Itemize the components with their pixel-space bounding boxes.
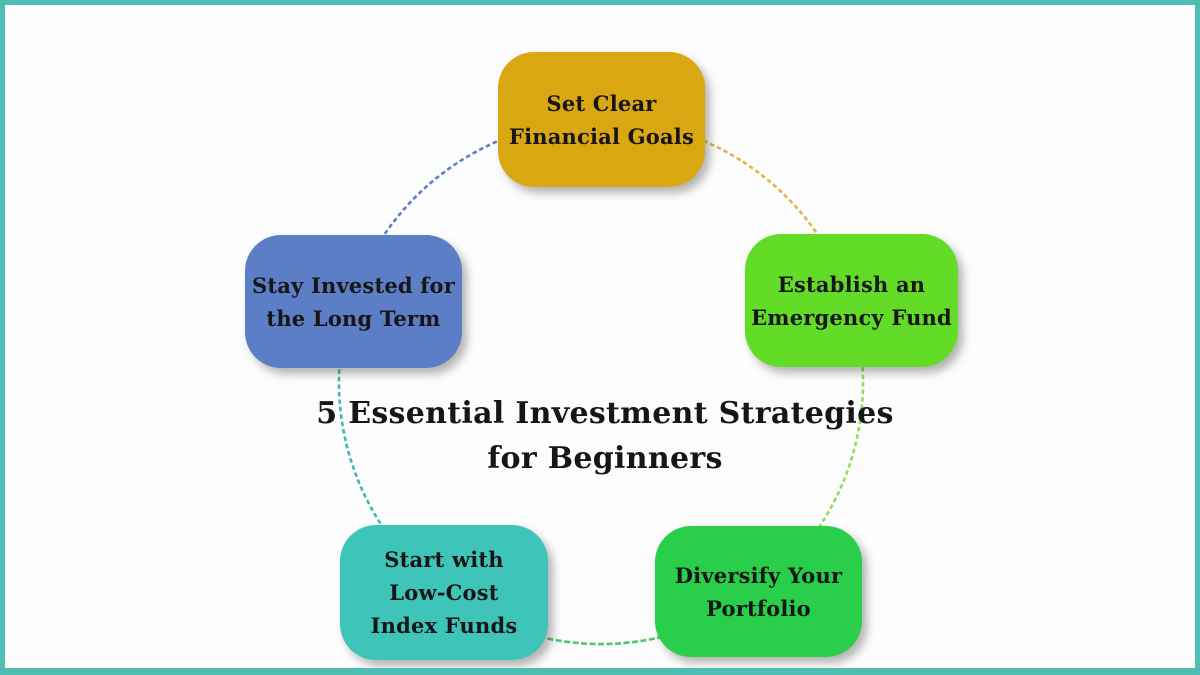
node-label-line: Establish an: [777, 271, 926, 297]
diagram-title-line2: for Beginners: [487, 441, 723, 476]
node-label-line: Diversify Your: [674, 562, 843, 588]
node-label-line: Financial Goals: [508, 123, 695, 149]
node-label-line: the Long Term: [266, 305, 441, 331]
node-label-line: Index Funds: [370, 613, 518, 638]
node-start-with-low-cost-index-funds: Start with Low-Cost Index Funds: [340, 525, 548, 660]
node-label-line: Emergency Fund: [751, 304, 952, 330]
node-label-line: Start with: [384, 547, 504, 572]
node-label-line: Stay Invested for: [251, 272, 456, 298]
diagram-title: 5 Essential Investment Strategies for Be…: [5, 391, 1195, 481]
node-label-line: Set Clear: [546, 90, 657, 116]
node-diversify-your-portfolio: Diversify Your Portfolio: [655, 526, 862, 657]
node-stay-invested-for-the-long-term: Stay Invested for the Long Term: [245, 235, 462, 368]
node-label-line: Portfolio: [706, 595, 811, 621]
node-set-clear-financial-goals: Set Clear Financial Goals: [498, 52, 705, 187]
node-label-line: Low-Cost: [389, 580, 499, 605]
node-establish-an-emergency-fund: Establish an Emergency Fund: [745, 234, 958, 367]
diagram-title-line1: 5 Essential Investment Strategies: [316, 396, 894, 431]
